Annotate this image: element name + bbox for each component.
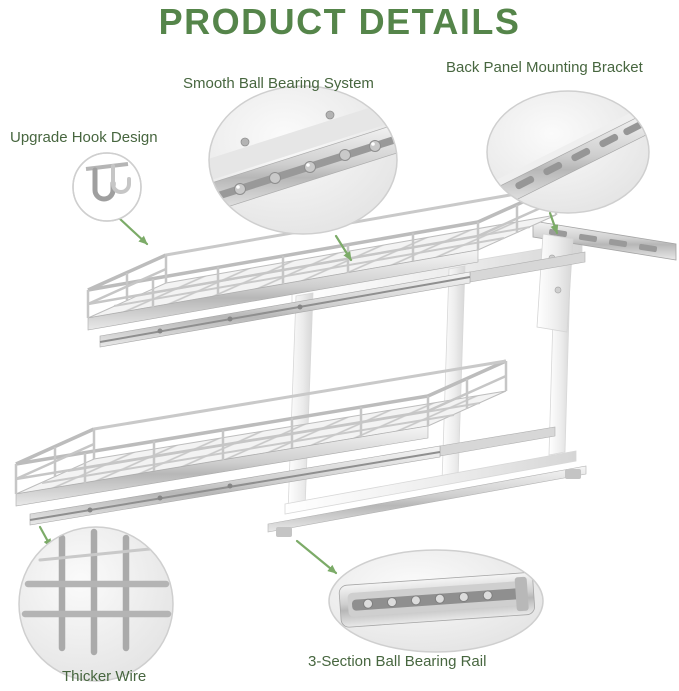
detail-circle-back-panel bbox=[486, 90, 650, 214]
callout-arrows bbox=[38, 211, 559, 575]
detail-circle-rail bbox=[328, 549, 544, 653]
detail-circle-thicker-wire bbox=[18, 526, 174, 682]
back-panel-bracket-part bbox=[532, 220, 677, 333]
arrow-hook bbox=[118, 217, 149, 246]
arrow-rail bbox=[295, 539, 338, 575]
callout-label-thicker-wire: Thicker Wire bbox=[62, 668, 147, 685]
callout-label-rail: 3-Section Ball Bearing Rail bbox=[308, 653, 487, 670]
arrow-back-panel bbox=[548, 211, 559, 235]
detail-circle-ball-bearing bbox=[208, 85, 398, 235]
detail-circle-hook bbox=[72, 152, 142, 222]
page-title: PRODUCT DETAILS bbox=[158, 1, 521, 42]
callout-label-back-panel: Back Panel Mounting Bracket bbox=[446, 59, 643, 76]
arrow-ball-bearing bbox=[334, 234, 353, 262]
lower-pullout-basket bbox=[14, 359, 556, 526]
callout-label-upgrade-hook: Upgrade Hook Design bbox=[10, 129, 158, 146]
product-frame bbox=[267, 241, 587, 537]
callout-label-ball-bearing: Smooth Ball Bearing System bbox=[183, 75, 374, 92]
